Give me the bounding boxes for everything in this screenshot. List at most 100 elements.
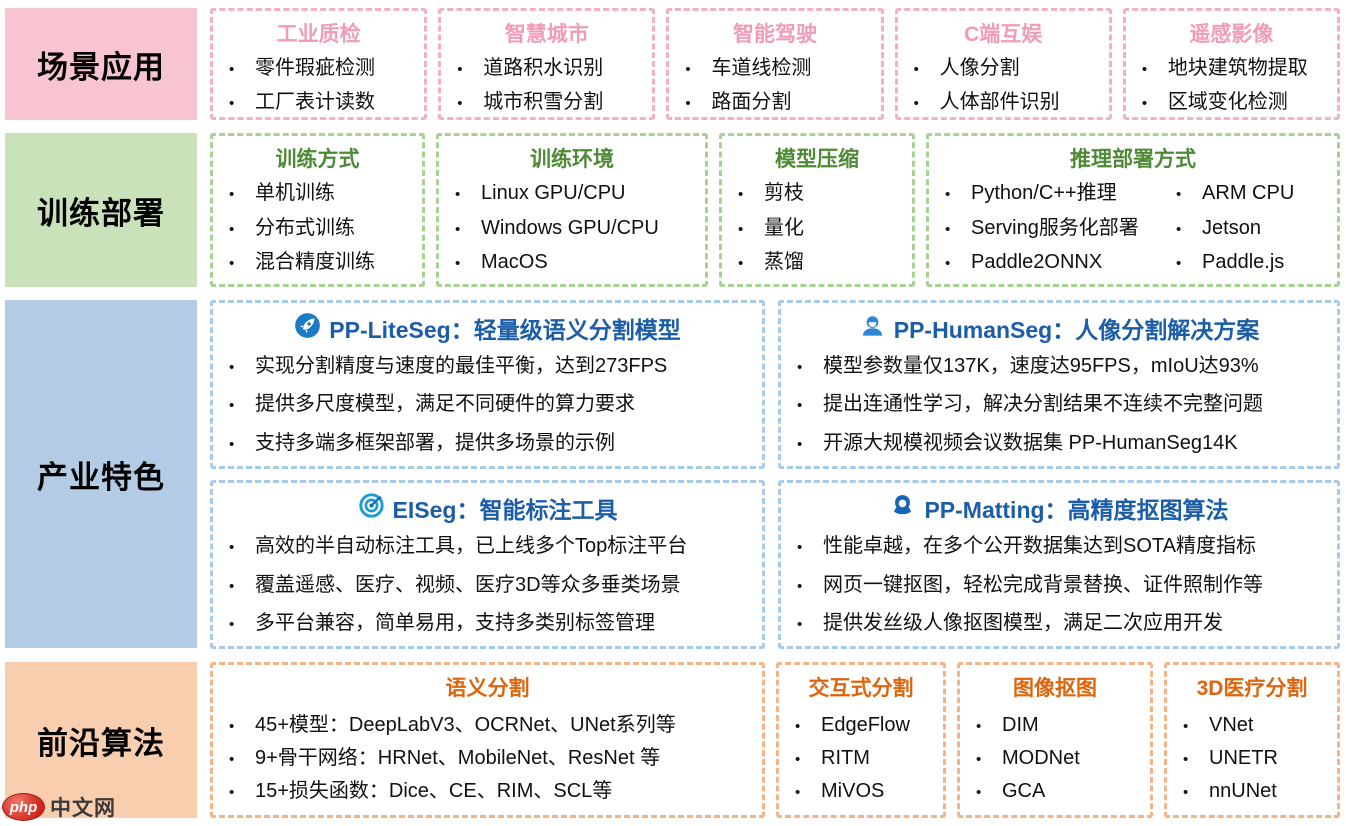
bullet-dot-icon: • <box>738 255 744 273</box>
bullet-item: •RITM <box>795 742 933 775</box>
bullet-list: •地块建筑物提取•区域变化检测 <box>1136 51 1327 120</box>
bullet-text: MODNet <box>1002 746 1080 769</box>
bullet-item: •单机训练 <box>229 176 412 210</box>
bullet-dot-icon: • <box>976 717 982 735</box>
bullet-dot-icon: • <box>976 783 982 801</box>
bullet-item: •Serving服务化部署 <box>945 211 1170 245</box>
box-title: 训练方式 <box>275 148 360 171</box>
row-algorithms: 前沿算法 语义分割 •45+模型：DeepLabV3、OCRNet、UNet系列… <box>5 662 1340 818</box>
bullet-text: 多平台兼容，简单易用，支持多类别标签管理 <box>255 611 655 634</box>
bullet-dot-icon: • <box>795 783 801 801</box>
bullet-item: •路面分割 <box>685 85 870 119</box>
bullet-item: • 剪枝 <box>738 176 902 210</box>
bullet-list: •高效的半自动标注工具，已上线多个Top标注平台 • 覆盖遥感、医疗、视频、医疗3D… <box>223 527 752 642</box>
box-image-matting: 图像抠图 •DIM•MODNet•GCA <box>957 662 1153 818</box>
bullet-item: • 多平台兼容，简单易用，支持多类别标签管理 <box>229 604 752 642</box>
bullet-dot-icon: • <box>797 615 803 633</box>
bullet-item: •MiVOS <box>795 775 933 808</box>
bullet-dot-icon: • <box>457 61 463 78</box>
bullet-item: •混合精度训练 <box>229 245 412 279</box>
box-model-compression: 模型压缩 •剪枝•量化•蒸馏 <box>719 133 915 287</box>
bullet-dot-icon: • <box>795 717 801 735</box>
bullet-text: 蒸馏 <box>764 251 804 274</box>
box-semantic-segmentation: 语义分割 •45+模型：DeepLabV3、OCRNet、UNet系列等•9+骨… <box>210 662 765 818</box>
bullet-item: • 道路积水识别 <box>457 51 642 85</box>
bullet-item: •车道线检测 <box>685 51 870 85</box>
bullet-item: •Paddle2ONNX <box>945 245 1170 279</box>
bullet-item: • 分布式训练 <box>229 211 412 245</box>
rocket-icon <box>294 312 321 345</box>
box-training-env: 训练环境 •Linux GPU/CPU•Windows GPU/CPU•MacO… <box>436 133 708 287</box>
bullet-text: 剪枝 <box>764 182 804 205</box>
bullet-text: 城市积雪分割 <box>483 91 604 114</box>
bullet-text: 实现分割精度与速度的最佳平衡，达到273FPS <box>255 355 668 377</box>
bullet-dot-icon: • <box>229 359 235 376</box>
features-grid: PP-LiteSeg：轻量级语义分割模型 •实现分割精度与速度的最佳平衡，达到2… <box>210 300 1340 650</box>
box-smart-driving: 智能驾驶 •车道线检测•路面分割 <box>666 8 884 120</box>
bullet-item: •高效的半自动标注工具，已上线多个Top标注平台 <box>229 527 752 565</box>
row-label-algorithms: 前沿算法 <box>5 662 197 818</box>
bullet-item: • 工厂表计读数 <box>229 85 414 119</box>
bullet-item: •DIM <box>976 709 1140 742</box>
bullet-text: 高效的半自动标注工具，已上线多个Top标注平台 <box>255 535 688 558</box>
bullet-text: 支持多端多框架部署，提供多场景的示例 <box>255 431 615 454</box>
bullet-text: 提供发丝级人像抠图模型，满足二次应用开发 <box>823 611 1223 634</box>
bullet-item: •量化 <box>738 211 902 245</box>
bullet-list: •Python/C++推理•Serving服务化部署•Paddle2ONNX <box>939 176 1170 279</box>
bullet-dot-icon: • <box>229 61 235 78</box>
bullet-dot-icon: • <box>738 186 744 204</box>
bullet-dot-icon: • <box>945 220 951 238</box>
bullet-text: RITM <box>821 746 870 769</box>
bullet-text: 分布式训练 <box>255 216 355 239</box>
bullet-item: •45+模型：DeepLabV3、OCRNet、UNet系列等 <box>229 709 752 742</box>
bullet-dot-icon: • <box>229 255 235 273</box>
box-head: EISeg：智能标注工具 <box>223 491 752 525</box>
box-pp-matting: PP-Matting：高精度抠图算法 •性能卓越，在多个公开数据集达到SOTA精… <box>778 480 1340 650</box>
bullet-item: •模型参数量仅137K，速度达95FPS，mIoU达93% <box>797 347 1327 385</box>
bullet-dot-icon: • <box>976 750 982 768</box>
bullet-text: UNETR <box>1209 746 1278 769</box>
bullet-dot-icon: • <box>229 615 235 633</box>
bullet-dot-icon: • <box>455 186 461 204</box>
bullet-item: • MODNet <box>976 742 1140 775</box>
box-title: EISeg：智能标注工具 <box>392 497 618 524</box>
bullet-text: 道路积水识别 <box>483 57 604 79</box>
bullet-dot-icon: • <box>229 435 235 453</box>
bullet-text: 区域变化检测 <box>1167 91 1288 114</box>
box-title: 智能驾驶 <box>733 23 817 46</box>
box-title: 智慧城市 <box>504 23 589 46</box>
bullet-dot-icon: • <box>229 95 235 113</box>
bullet-list: •性能卓越，在多个公开数据集达到SOTA精度指标•网页一键抠图，轻松完成背景替换… <box>791 527 1327 642</box>
bullet-text: Windows GPU/CPU <box>481 216 659 239</box>
bullet-text: 人像分割 <box>939 57 1020 79</box>
bullet-dot-icon: • <box>797 435 803 453</box>
bullet-item: •性能卓越，在多个公开数据集达到SOTA精度指标 <box>797 527 1327 565</box>
bullet-dot-icon: • <box>685 95 691 113</box>
watermark-site-name: 中文网 <box>50 797 116 820</box>
bullet-text: 工厂表计读数 <box>255 91 375 114</box>
deployment-columns: •Python/C++推理•Serving服务化部署•Paddle2ONNX •… <box>939 176 1327 279</box>
bullet-dot-icon: • <box>945 255 951 273</box>
bullet-dot-icon: • <box>685 61 691 78</box>
bullet-item: •UNETR <box>1183 742 1327 775</box>
bullet-dot-icon: • <box>455 255 461 273</box>
bullet-list: •人像分割•人体部件识别 <box>908 51 1099 120</box>
bullet-list: •单机训练 • 分布式训练 •混合精度训练 <box>223 176 412 279</box>
person-icon <box>859 312 886 345</box>
bullet-text: 覆盖遥感、医疗、视频、医疗3D等众多垂类场景 <box>255 573 681 596</box>
target-icon <box>358 492 385 525</box>
bullet-dot-icon: • <box>1183 717 1189 735</box>
bullet-list: •VNet•UNETR•nnUNet <box>1177 709 1327 808</box>
bullet-item: •MacOS <box>455 245 695 279</box>
bullet-text: nnUNet <box>1209 779 1277 802</box>
training-boxes: 训练方式 •单机训练•分布式训练•混合精度训练 训练环境 •Linux GPU/… <box>210 133 1340 287</box>
row-scenarios: 场景应用 工业质检 •零件瑕疵检测•工厂表计读数 智慧城市 •道路积水识别•城市… <box>5 8 1341 120</box>
algorithms-boxes: 语义分割 •45+模型：DeepLabV3、OCRNet、UNet系列等•9+骨… <box>210 662 1340 818</box>
box-title: 遥感影像 <box>1189 23 1274 46</box>
bullet-dot-icon: • <box>229 220 235 238</box>
bullet-item: •15+损失函数：Dice、CE、RIM、SCL等 <box>229 775 752 808</box>
box-title: 推理部署方式 <box>1070 148 1196 171</box>
bullet-dot-icon: • <box>229 750 235 768</box>
bullet-item: •区域变化检测 <box>1142 85 1327 119</box>
